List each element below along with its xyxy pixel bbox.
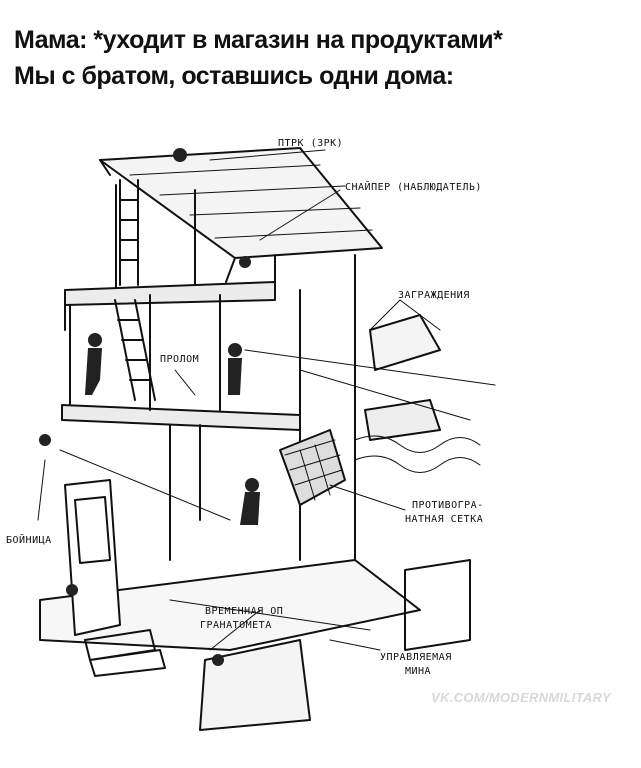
fortified-house-illustration: ПТРК (ЗРК) СНАЙПЕР (НАБЛЮДАТЕЛЬ) ЗАГРАЖД… xyxy=(6,138,496,731)
label-ptrk: ПТРК (ЗРК) xyxy=(278,138,343,149)
label-sniper: СНАЙПЕР (НАБЛЮДАТЕЛЬ) xyxy=(345,180,482,193)
soldier-ground xyxy=(66,584,78,596)
label-mine-line1: УПРАВЛЯЕМАЯ xyxy=(380,652,452,663)
roof xyxy=(99,147,383,259)
soldier-grenadier xyxy=(212,654,224,666)
door xyxy=(64,479,121,636)
floor-upper xyxy=(64,281,276,306)
floor-middle xyxy=(61,404,301,431)
label-loophole: БОЙНИЦА xyxy=(6,533,52,546)
soldier-attic xyxy=(239,256,251,268)
caption-line-2: Мы с братом, оставшись одни дома: xyxy=(14,62,454,90)
label-temp-line1: ВРЕМЕННАЯ ОП xyxy=(205,606,283,617)
soldier-loophole xyxy=(39,434,51,446)
label-net-line1: ПРОТИВОГРА- xyxy=(412,500,484,511)
meme-caption: Мама: *уходит в магазин на продуктами* М… xyxy=(14,22,634,94)
anti-grenade-net xyxy=(279,429,346,506)
vehicle xyxy=(364,399,441,441)
watermark: VK.COM/MODERNMILITARY xyxy=(431,690,611,705)
soldier-roof xyxy=(173,148,187,162)
ground-floor xyxy=(39,559,421,651)
soldier-upper-left xyxy=(88,333,102,347)
label-breach: ПРОЛОМ xyxy=(160,354,199,365)
label-temp-line2: ГРАНАТОМЕТА xyxy=(200,620,272,631)
label-mine-line2: МИНА xyxy=(405,666,431,677)
soldier-upper-right xyxy=(228,343,242,357)
caption-line-1: Мама: *уходит в магазин на продуктами* xyxy=(14,26,503,54)
label-barriers: ЗАГРАЖДЕНИЯ xyxy=(398,290,470,301)
soldier-middle xyxy=(245,478,259,492)
label-net-line2: НАТНАЯ СЕТКА xyxy=(405,514,483,525)
